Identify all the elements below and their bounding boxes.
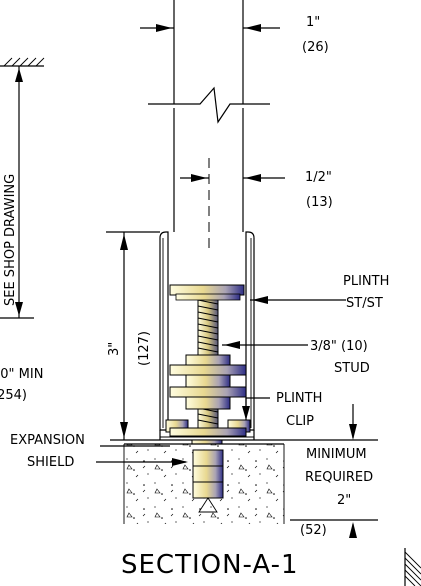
- height-imperial: 3": [107, 342, 122, 356]
- min-required-line2: REQUIRED: [305, 470, 373, 485]
- gap-metric: (13): [306, 195, 333, 210]
- expansion-shield-line2: SHIELD: [27, 455, 74, 470]
- top-width-dimension: [140, 24, 280, 32]
- left-wall-fragment: [0, 57, 45, 319]
- stud-callout-line2: STUD: [334, 361, 370, 376]
- left-min-note-line2: (254): [0, 388, 27, 403]
- min-required-imperial: 2": [337, 493, 351, 508]
- see-shop-drawing-note: SEE SHOP DRAWING: [3, 174, 18, 306]
- gap-imperial: 1/2": [305, 170, 332, 185]
- panel: [148, 0, 270, 250]
- concrete-slab: [110, 439, 290, 524]
- plinth-stst-line1: PLINTH: [343, 274, 389, 289]
- min-required-line1: MINIMUM: [306, 447, 367, 462]
- gap-dimension: [180, 174, 285, 182]
- stud-assembly: [165, 284, 251, 451]
- height-metric: (127): [137, 331, 152, 366]
- expansion-shield-line1: EXPANSION: [10, 433, 85, 448]
- left-min-note-line1: 10" MIN: [0, 367, 43, 382]
- plinth-clip-line2: CLIP: [286, 414, 314, 429]
- section-title: SECTION-A-1: [121, 550, 299, 580]
- plinth-channel: [159, 231, 255, 441]
- height-dimension: [106, 231, 160, 440]
- plinth-stst-line2: ST/ST: [346, 296, 383, 311]
- corner-hatch: [404, 548, 421, 586]
- plinth-clip-line1: PLINTH: [276, 391, 322, 406]
- top-width-imperial: 1": [306, 15, 320, 30]
- stud-callout-line1: 3/8" (10): [310, 339, 368, 354]
- top-width-metric: (26): [302, 40, 329, 55]
- min-required-metric: (52): [300, 523, 327, 538]
- callout-leaders: [96, 296, 378, 538]
